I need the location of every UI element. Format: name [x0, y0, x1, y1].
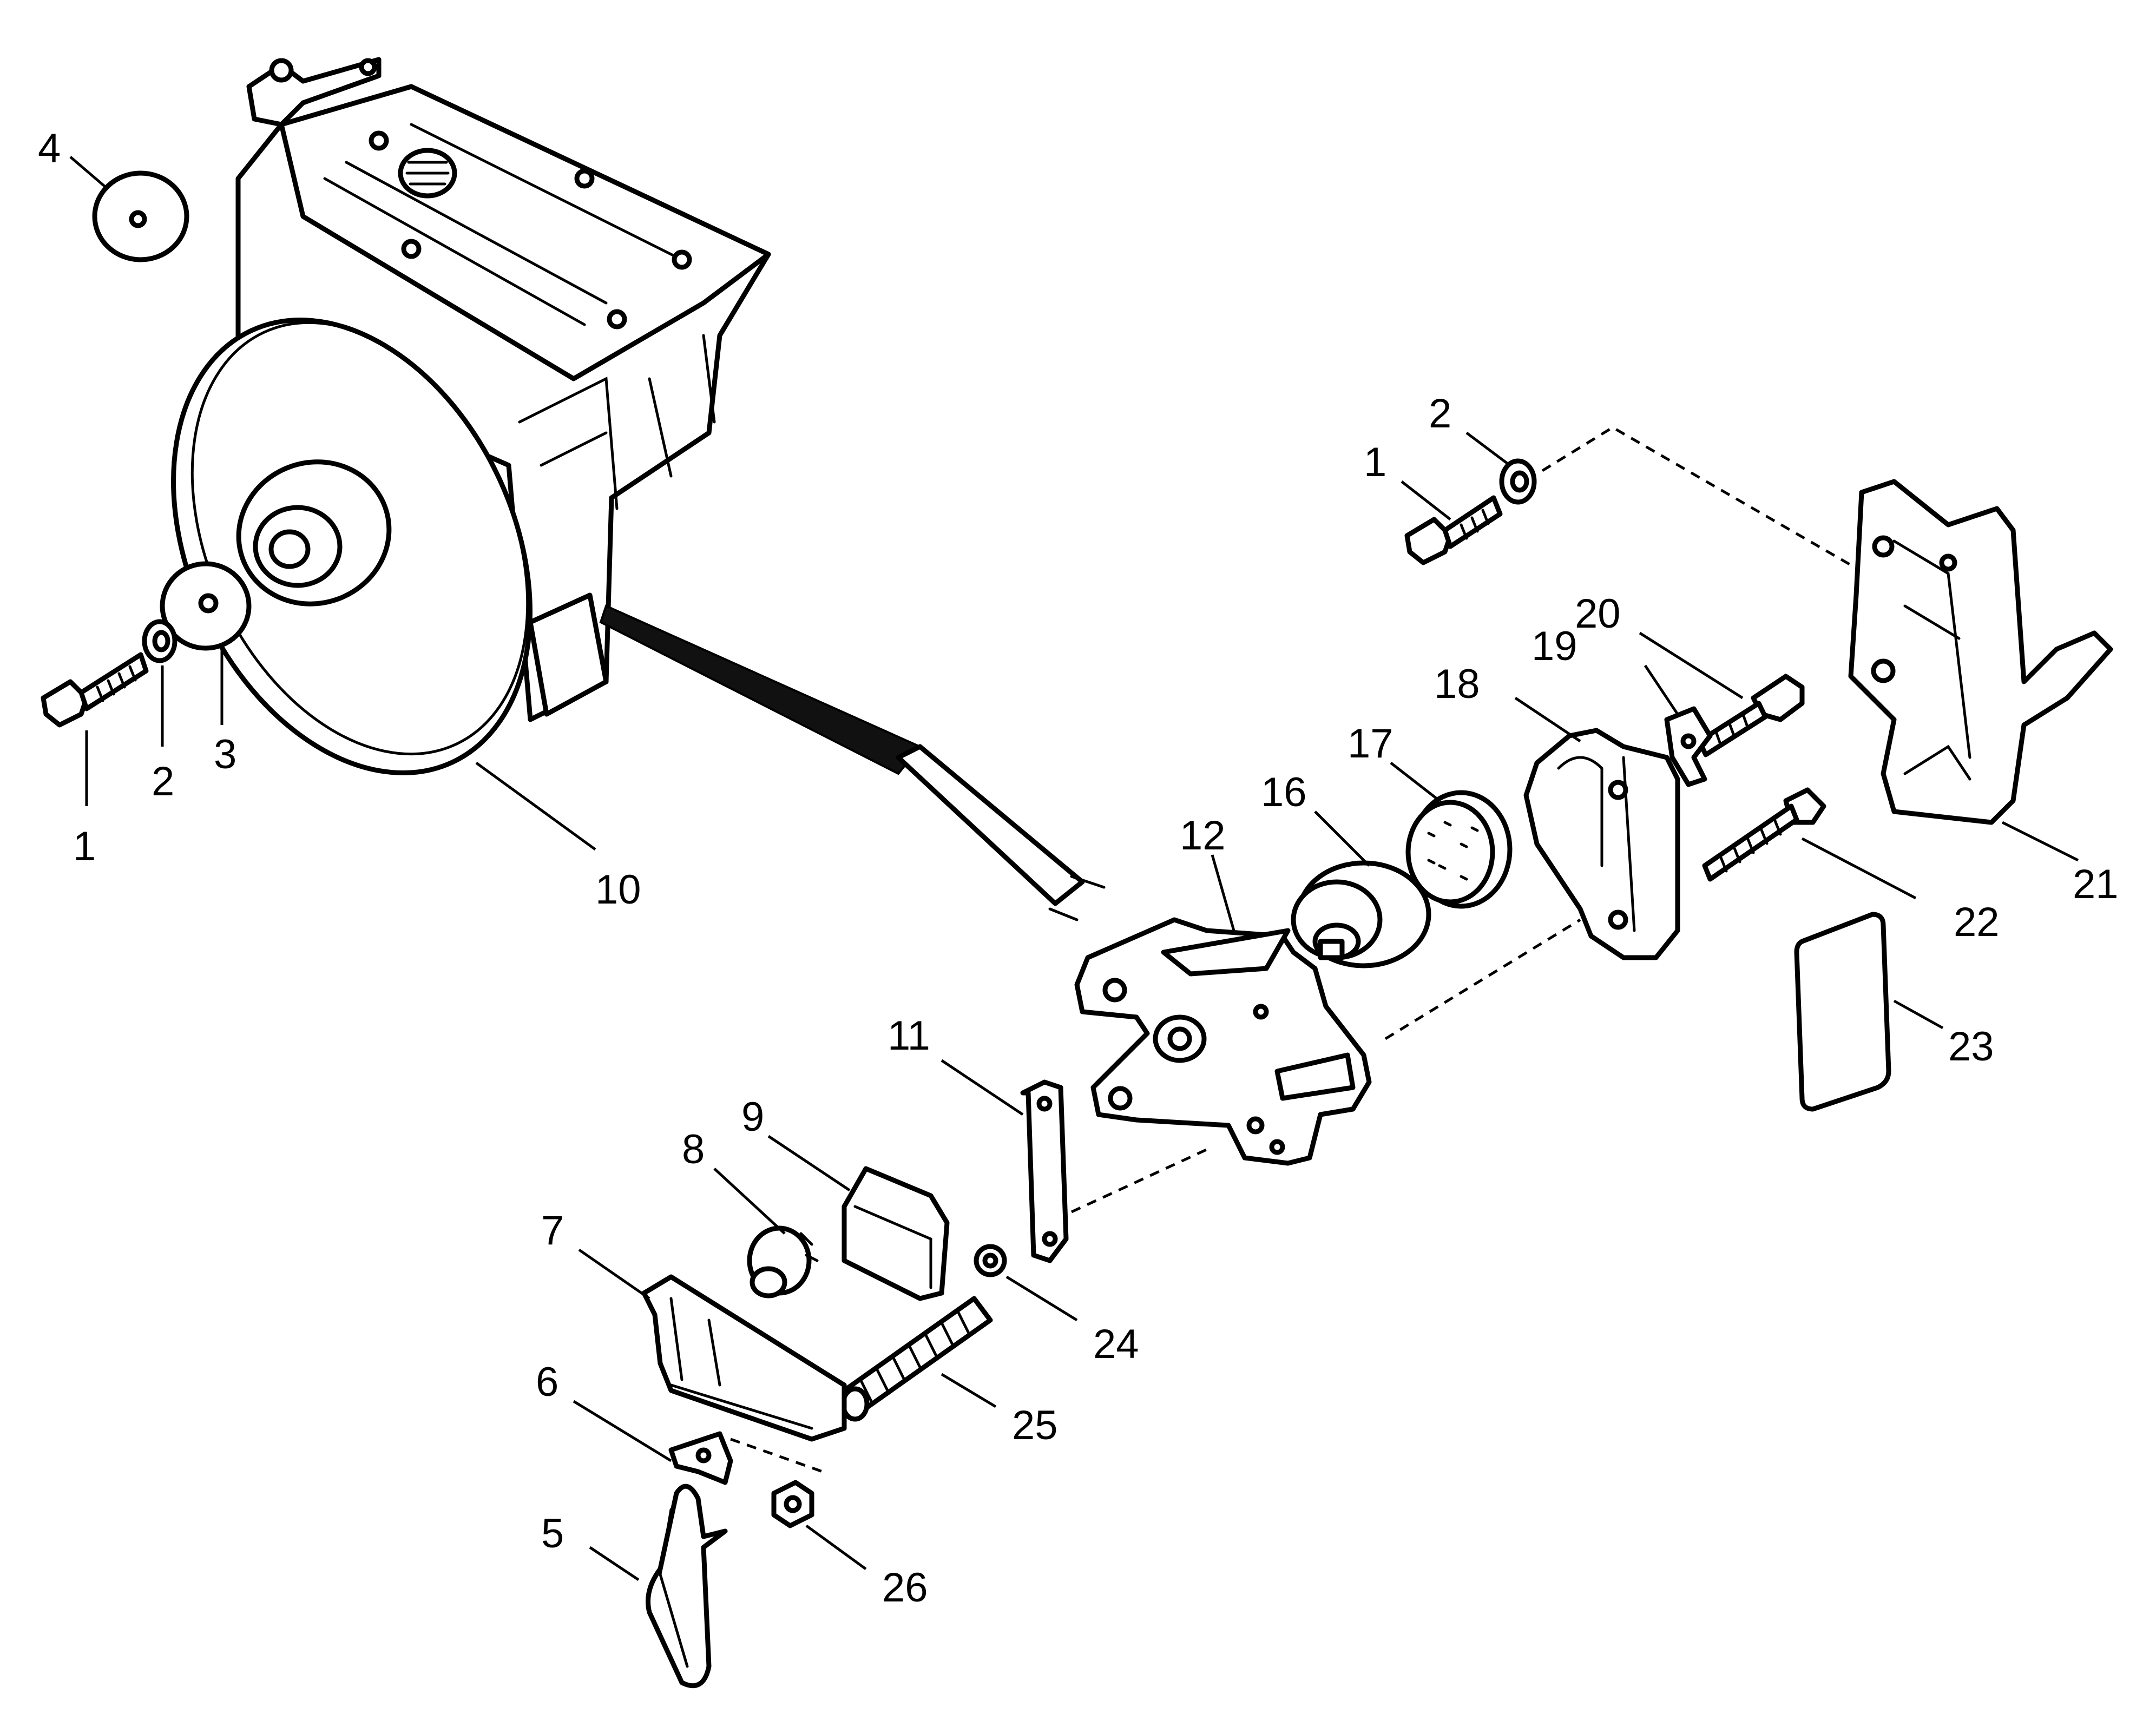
part-17-gear-disc	[1405, 790, 1513, 909]
part-1-bolt-right	[1404, 495, 1503, 565]
part-8-adjuster	[747, 1225, 819, 1298]
callout-10: 10	[595, 867, 641, 913]
callout-23: 23	[1948, 1024, 1994, 1070]
part-22-screw	[1702, 787, 1826, 882]
assembly-line-11-12	[1070, 1145, 1213, 1214]
part-18-holder	[1523, 728, 1680, 960]
callout-9: 9	[741, 1094, 764, 1140]
part-7-lever-bracket	[641, 1274, 847, 1442]
part-9-shoe	[842, 1166, 950, 1301]
callout-11: 11	[888, 1013, 930, 1059]
part-21-bracket	[1848, 479, 2113, 825]
callout-24: 24	[1093, 1321, 1139, 1367]
cable	[599, 604, 1106, 921]
callout-1-right: 1	[1364, 439, 1386, 485]
callout-4: 4	[38, 126, 61, 172]
part-6-pin-plate	[668, 1431, 733, 1485]
part-1-bolt-left	[41, 652, 149, 728]
part-2-lock-washer-left	[142, 619, 178, 663]
callout-19: 19	[1531, 623, 1577, 669]
callout-16: 16	[1261, 769, 1307, 815]
part-16-rotor	[1291, 860, 1431, 968]
callout-6: 6	[536, 1359, 558, 1405]
part-3-washer	[160, 561, 252, 651]
part-2-lock-washer-right	[1499, 458, 1537, 505]
callout-21: 21	[2073, 861, 2119, 907]
callout-1-left: 1	[73, 823, 96, 869]
part-12-caliper-body	[1074, 917, 1372, 1166]
callout-labels: 1 2 3 4 10 1 2 19 20 18 17 16 12 21 22 2…	[38, 126, 2119, 1611]
callout-20: 20	[1575, 591, 1621, 637]
part-11-slide-plate	[1020, 1079, 1069, 1263]
leader-lines	[69, 156, 2079, 1581]
part-5-cotter-pin	[646, 1484, 728, 1689]
callout-25: 25	[1012, 1402, 1058, 1448]
callout-18: 18	[1434, 661, 1480, 707]
callout-22: 22	[1954, 899, 2000, 945]
callout-12: 12	[1180, 813, 1226, 859]
assembly-line-6-26	[730, 1438, 823, 1473]
assembly-line-2-21	[1541, 426, 1857, 570]
callout-3: 3	[214, 731, 236, 777]
callout-2-left: 2	[152, 759, 174, 805]
part-26-nut	[771, 1480, 814, 1528]
part-19-clip	[1664, 706, 1713, 787]
part-4-washer	[92, 170, 189, 262]
part-25-spring	[840, 1296, 993, 1422]
part-20-bolt	[1697, 674, 1805, 757]
callout-2-right: 2	[1429, 391, 1451, 437]
callout-5: 5	[541, 1511, 564, 1557]
part-24-washer	[974, 1244, 1007, 1277]
callout-7: 7	[541, 1208, 564, 1254]
callout-8: 8	[682, 1126, 705, 1172]
assembly-line-12-18	[1384, 918, 1581, 1040]
callout-17: 17	[1348, 721, 1393, 767]
callout-26: 26	[882, 1565, 928, 1611]
part-10-housing	[171, 57, 771, 775]
part-23-gasket	[1794, 912, 1891, 1112]
